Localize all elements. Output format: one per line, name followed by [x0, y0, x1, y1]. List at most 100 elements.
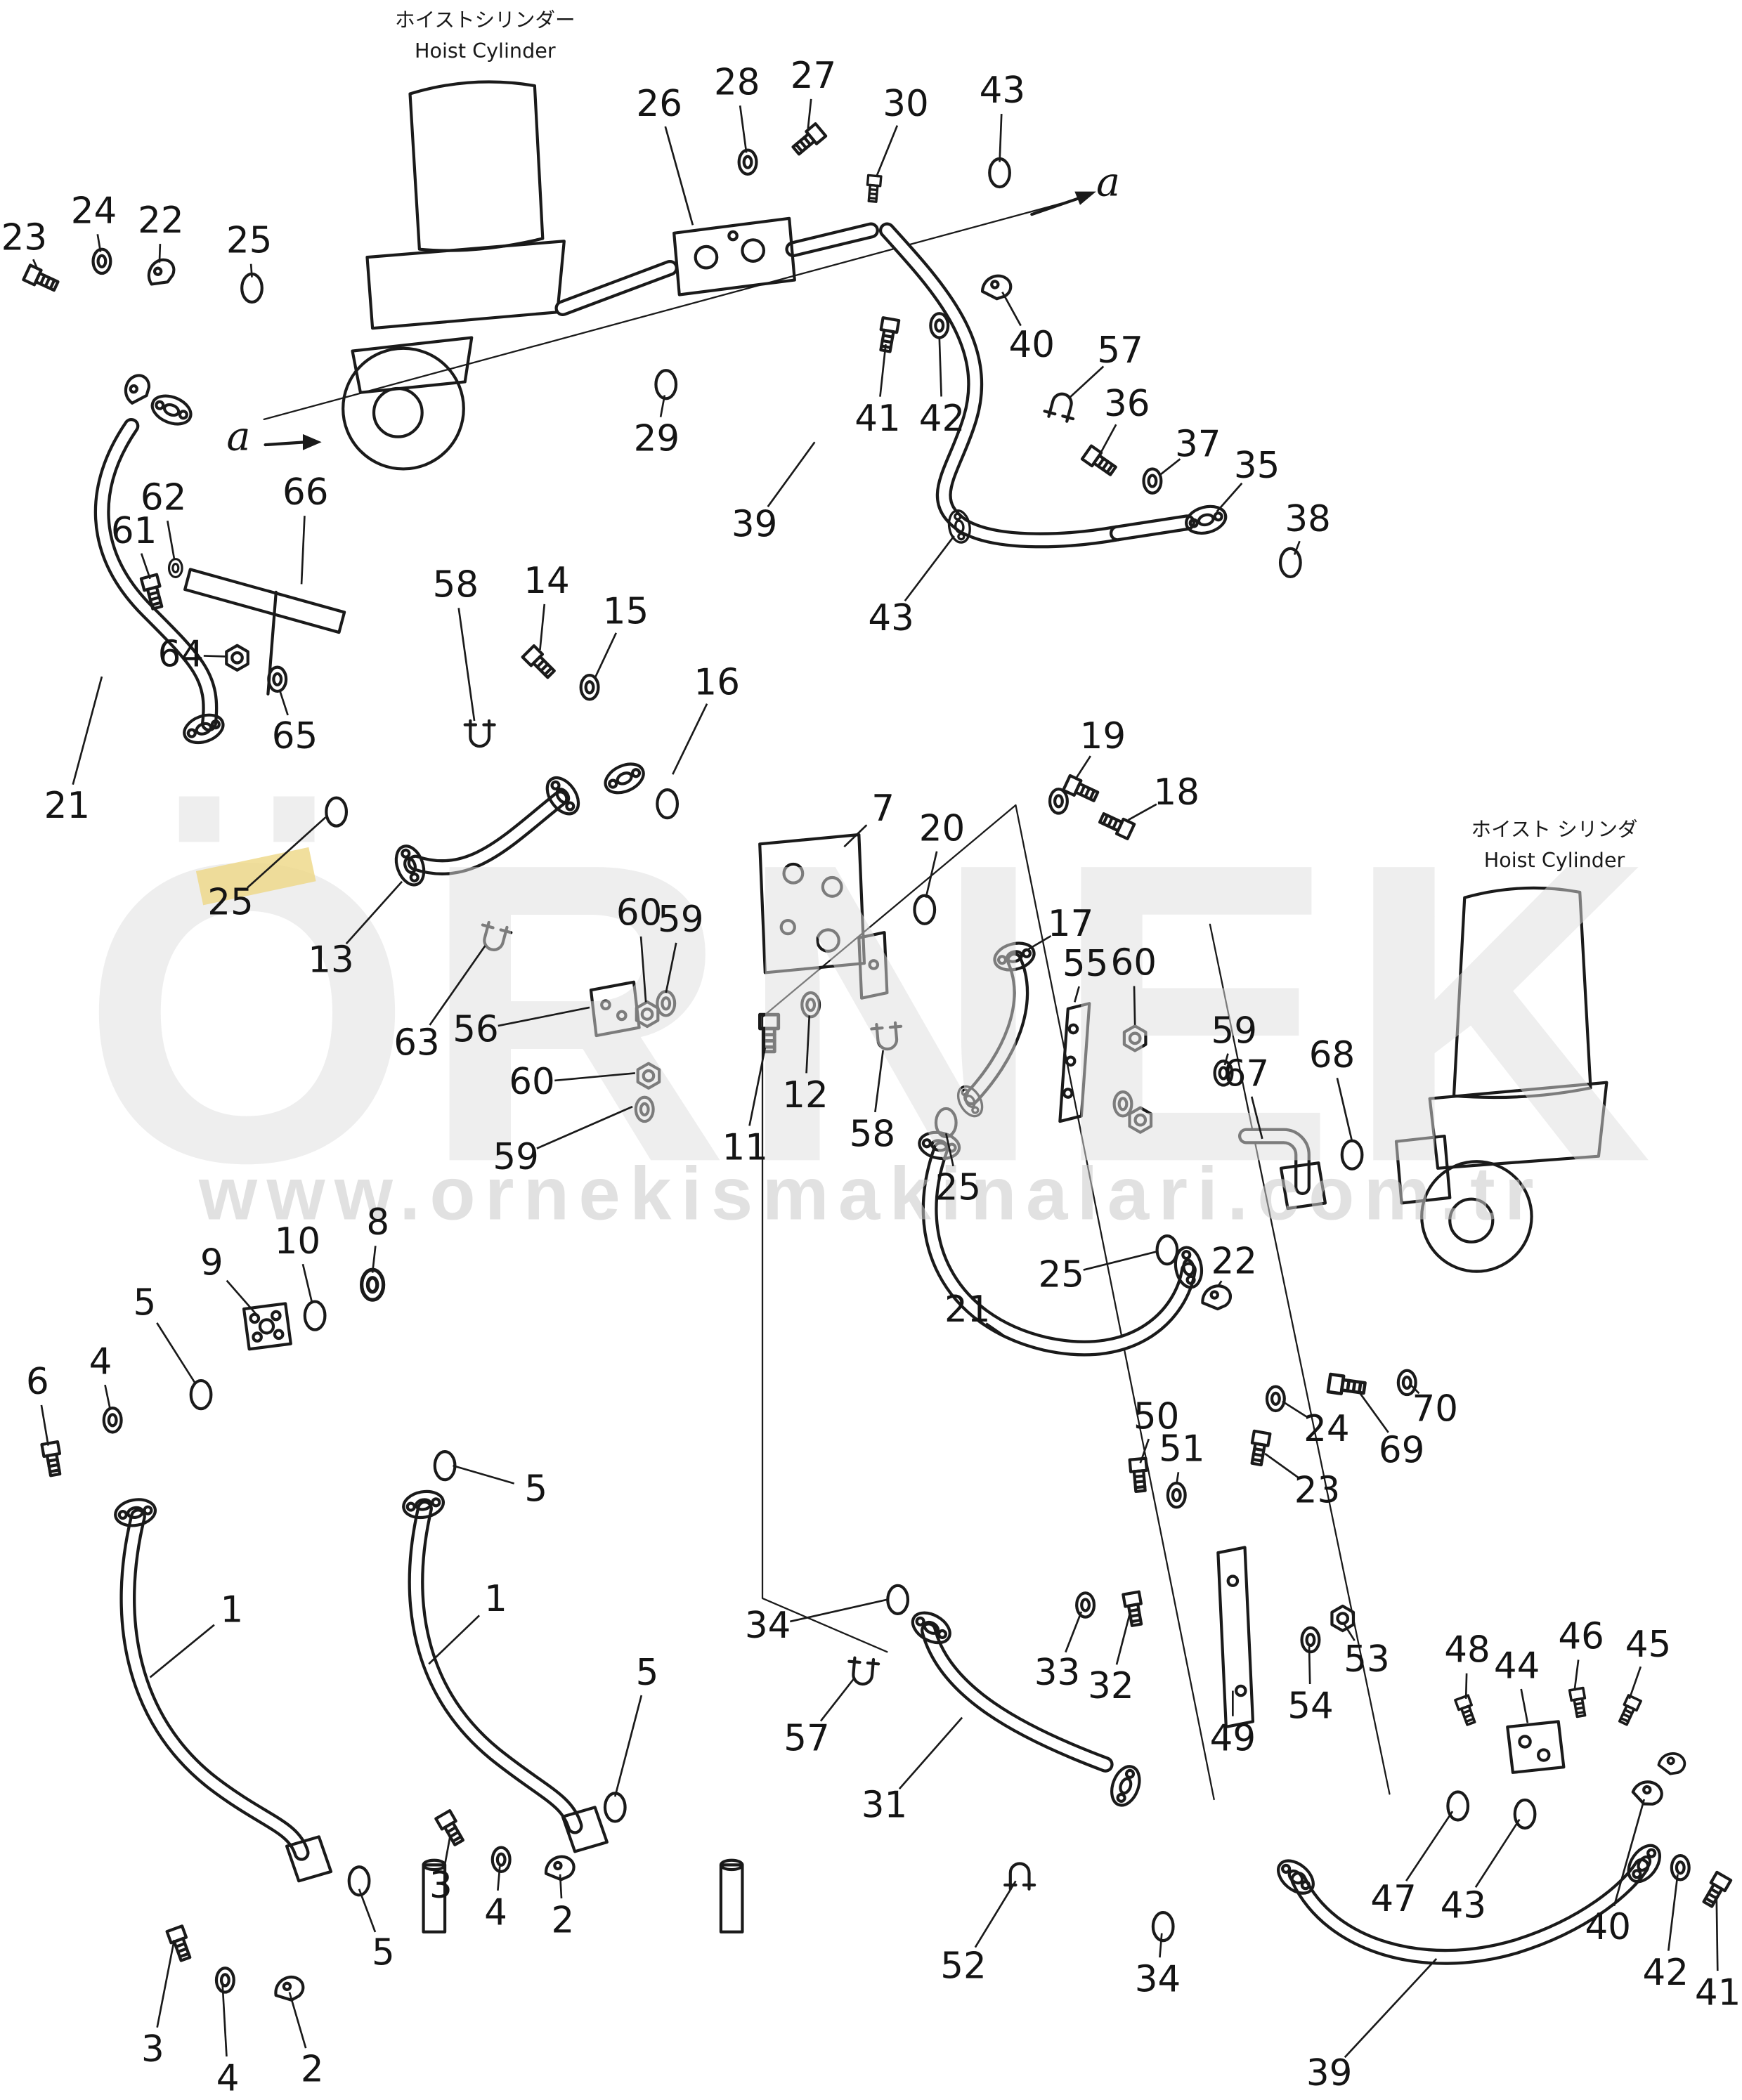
callout-23: 23 — [1294, 1470, 1341, 1512]
callout-21: 21 — [44, 785, 91, 828]
callout-43: 43 — [979, 70, 1026, 112]
leader-line — [1410, 1384, 1420, 1395]
leader-line — [594, 632, 618, 679]
leader-line — [1115, 1614, 1131, 1665]
callout-10: 10 — [274, 1221, 321, 1263]
leader-line — [875, 125, 899, 178]
callout-4: 4 — [216, 2058, 240, 2100]
leader-line — [938, 336, 942, 397]
callout-64: 64 — [157, 634, 204, 677]
leader-line — [748, 1047, 767, 1126]
callout-40: 40 — [1585, 1907, 1632, 1949]
callout-54: 54 — [1287, 1685, 1334, 1728]
leader-line — [156, 1939, 176, 2028]
leader-line — [1343, 1623, 1356, 1641]
callout-55: 55 — [1062, 944, 1109, 986]
callout-39: 39 — [731, 504, 778, 547]
leader-line — [536, 1105, 633, 1149]
leader-line — [843, 824, 868, 848]
callout-59: 59 — [657, 899, 704, 941]
label-hoist-cylinder-right-jp: ホイスト シリンダ — [1471, 817, 1638, 842]
callout-8: 8 — [366, 1202, 390, 1244]
callout-6: 6 — [26, 1362, 49, 1404]
leader-line — [1405, 1811, 1454, 1881]
callout-25: 25 — [226, 220, 273, 262]
pipe-17 — [963, 952, 1029, 1106]
leader-line — [1520, 1688, 1529, 1723]
leader-line — [1308, 1646, 1311, 1685]
callout-56: 56 — [453, 1009, 499, 1051]
leader-line — [1001, 292, 1022, 327]
leader-line — [554, 1072, 635, 1082]
leader-line — [428, 1615, 481, 1665]
callout-31: 31 — [861, 1785, 908, 1827]
callout-7: 7 — [871, 788, 895, 830]
leader-line — [301, 1263, 313, 1304]
callout-24: 24 — [1304, 1409, 1350, 1451]
leader-line — [497, 1866, 501, 1891]
callout-43: 43 — [868, 598, 914, 640]
label-hoist-cylinder-top-en: Hoist Cylinder — [414, 38, 556, 63]
callout-1: 1 — [484, 1579, 507, 1621]
leader-line — [1075, 755, 1091, 779]
label-hoist-cylinder-right: ホイスト シリンダ Hoist Cylinder — [1471, 814, 1637, 875]
callout-66: 66 — [282, 472, 329, 514]
callout-40: 40 — [1008, 325, 1055, 367]
leader-line — [429, 945, 486, 1026]
callout-69: 69 — [1378, 1430, 1425, 1472]
leader-line — [279, 691, 289, 716]
leader-line — [226, 1279, 260, 1318]
callout-4: 4 — [484, 1892, 507, 1934]
leader-line — [300, 516, 306, 585]
callout-5: 5 — [524, 1468, 548, 1511]
callout-16: 16 — [694, 662, 740, 705]
callout-50: 50 — [1133, 1396, 1180, 1439]
direction-arrow-right — [1030, 191, 1096, 216]
callout-57: 57 — [784, 1718, 830, 1760]
callout-67: 67 — [1223, 1053, 1270, 1095]
leader-line — [104, 1384, 111, 1409]
callout-49: 49 — [1209, 1718, 1256, 1760]
callout-17: 17 — [1047, 904, 1094, 946]
callout-a: a — [1096, 159, 1121, 207]
leader-line — [559, 1874, 563, 1899]
callout-11: 11 — [722, 1127, 768, 1169]
callout-42: 42 — [918, 398, 966, 441]
callout-18: 18 — [1153, 772, 1200, 814]
callout-70: 70 — [1412, 1388, 1459, 1430]
hose-39-bottom — [1290, 1858, 1650, 1965]
direction-arrow-left — [264, 433, 322, 450]
leader-line — [665, 942, 677, 993]
leader-line — [1474, 1818, 1521, 1888]
leader-line — [1464, 1673, 1468, 1699]
callout-41: 41 — [854, 398, 901, 441]
leader-line — [247, 816, 327, 889]
leader-line — [1359, 1393, 1389, 1433]
callout-47: 47 — [1370, 1879, 1417, 1921]
leader-line — [156, 1322, 197, 1385]
callout-68: 68 — [1308, 1035, 1356, 1077]
callout-44: 44 — [1493, 1645, 1540, 1688]
callout-22: 22 — [1211, 1241, 1258, 1283]
leader-line — [443, 1835, 452, 1865]
leader-line — [40, 1404, 49, 1446]
callout-61: 61 — [110, 511, 157, 553]
leader-line — [1217, 1280, 1223, 1287]
callout-25: 25 — [1038, 1254, 1085, 1296]
leader-line — [819, 1676, 856, 1722]
callout-4: 4 — [89, 1341, 112, 1383]
leader-line — [805, 1015, 811, 1074]
callout-41: 41 — [1694, 1972, 1741, 2015]
leader-line — [371, 1246, 377, 1273]
leader-line — [944, 1133, 954, 1167]
callout-27: 27 — [790, 56, 837, 98]
leader-line — [1158, 458, 1181, 476]
leader-line — [1293, 540, 1301, 555]
leader-line — [925, 851, 938, 898]
label-hoist-cylinder-top-jp: ホイストシリンダー — [394, 8, 576, 32]
leader-line — [639, 936, 647, 1003]
hose-21-right — [921, 1141, 1197, 1357]
